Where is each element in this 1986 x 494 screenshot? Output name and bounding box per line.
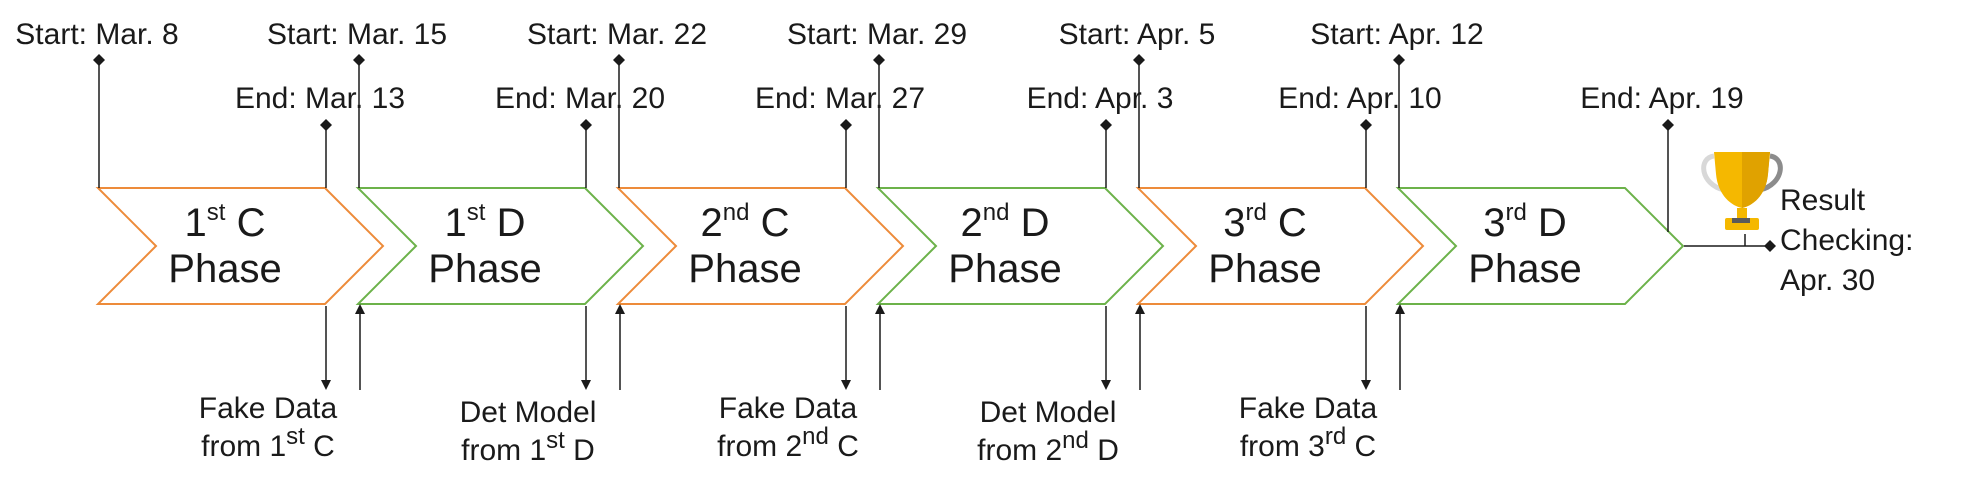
phase-letter: D bbox=[485, 201, 525, 245]
start-label-3: Start: Mar. 22 bbox=[527, 18, 707, 51]
end-marker-3 bbox=[840, 119, 852, 131]
handoff-label-line2-5: from 3rd C bbox=[1240, 423, 1376, 463]
handoff-label-line2-3: from 2nd C bbox=[717, 423, 859, 463]
phase-ordinal: st bbox=[207, 199, 226, 226]
end-marker-1 bbox=[320, 119, 332, 131]
phase-title-6: 3rd D bbox=[1483, 199, 1567, 245]
handoff-label-line2-1: from 1st C bbox=[201, 423, 335, 463]
start-marker-3 bbox=[613, 54, 625, 66]
phase-ordinal: nd bbox=[723, 199, 750, 226]
start-label-4: Start: Mar. 29 bbox=[787, 18, 967, 51]
end-marker-4 bbox=[1100, 119, 1112, 131]
end-label-1: End: Mar. 13 bbox=[235, 82, 405, 115]
phase-word-2: Phase bbox=[428, 247, 541, 291]
end-marker-2 bbox=[580, 119, 592, 131]
phase-word-3: Phase bbox=[688, 247, 801, 291]
handoff-label-line1-5: Fake Data bbox=[1239, 392, 1378, 425]
start-marker-4 bbox=[873, 54, 885, 66]
phase-number: 2 bbox=[961, 201, 983, 245]
end-marker-6 bbox=[1662, 119, 1674, 131]
phase-number: 1 bbox=[185, 201, 207, 245]
handoff-label-line1-1: Fake Data bbox=[199, 392, 338, 425]
phase-chevron-4 bbox=[875, 187, 1165, 305]
phase-letter: D bbox=[1009, 201, 1049, 245]
start-label-2: Start: Mar. 15 bbox=[267, 18, 447, 51]
phase-letter: C bbox=[749, 201, 789, 245]
phase-title-3: 2nd C bbox=[701, 199, 790, 245]
result-marker bbox=[1764, 240, 1776, 252]
start-marker-2 bbox=[353, 54, 365, 66]
handoff-label-line1-4: Det Model bbox=[980, 396, 1117, 429]
result-label-line1: Result bbox=[1780, 184, 1866, 217]
start-marker-5 bbox=[1133, 54, 1145, 66]
handoff-label-line2-4: from 2nd D bbox=[977, 427, 1119, 467]
phase-number: 2 bbox=[701, 201, 723, 245]
phase-letter: C bbox=[225, 201, 265, 245]
result-label-line3: Apr. 30 bbox=[1780, 264, 1875, 297]
start-label-5: Start: Apr. 5 bbox=[1059, 18, 1216, 51]
phase-title-5: 3rd C bbox=[1223, 199, 1307, 245]
end-label-2: End: Mar. 20 bbox=[495, 82, 665, 115]
handoff-label-line2-2: from 1st D bbox=[461, 427, 595, 467]
phase-chevron-1 bbox=[95, 187, 385, 305]
end-marker-5 bbox=[1360, 119, 1372, 131]
phase-title-1: 1st C bbox=[185, 199, 266, 245]
end-label-6: End: Apr. 19 bbox=[1580, 82, 1743, 115]
phase-ordinal: rd bbox=[1505, 199, 1526, 226]
phase-ordinal: nd bbox=[983, 199, 1010, 226]
handoff-label-line1-3: Fake Data bbox=[719, 392, 858, 425]
trophy-icon bbox=[1701, 152, 1783, 230]
phase-word-5: Phase bbox=[1208, 247, 1321, 291]
phase-letter: C bbox=[1267, 201, 1307, 245]
handoff-label-line1-2: Det Model bbox=[460, 396, 597, 429]
phase-number: 1 bbox=[445, 201, 467, 245]
phase-title-4: 2nd D bbox=[961, 199, 1050, 245]
phase-ordinal: st bbox=[467, 199, 486, 226]
phase-chevron-2 bbox=[355, 187, 645, 305]
phase-ordinal: rd bbox=[1245, 199, 1266, 226]
phase-chevron-3 bbox=[615, 187, 905, 305]
phase-title-2: 1st D bbox=[445, 199, 526, 245]
phase-word-4: Phase bbox=[948, 247, 1061, 291]
start-marker-1 bbox=[93, 54, 105, 66]
phase-letter: D bbox=[1527, 201, 1567, 245]
start-label-6: Start: Apr. 12 bbox=[1310, 18, 1483, 51]
phase-word-1: Phase bbox=[168, 247, 281, 291]
phase-chevron-5 bbox=[1135, 187, 1425, 305]
end-label-5: End: Apr. 10 bbox=[1278, 82, 1441, 115]
phase-number: 3 bbox=[1223, 201, 1245, 245]
start-marker-6 bbox=[1393, 54, 1405, 66]
result-label-line2: Checking: bbox=[1780, 224, 1913, 257]
phase-chevron-6 bbox=[1395, 187, 1685, 305]
phase-number: 3 bbox=[1483, 201, 1505, 245]
phase-word-6: Phase bbox=[1468, 247, 1581, 291]
end-label-3: End: Mar. 27 bbox=[755, 82, 925, 115]
start-label-1: Start: Mar. 8 bbox=[15, 18, 178, 51]
end-label-4: End: Apr. 3 bbox=[1027, 82, 1174, 115]
